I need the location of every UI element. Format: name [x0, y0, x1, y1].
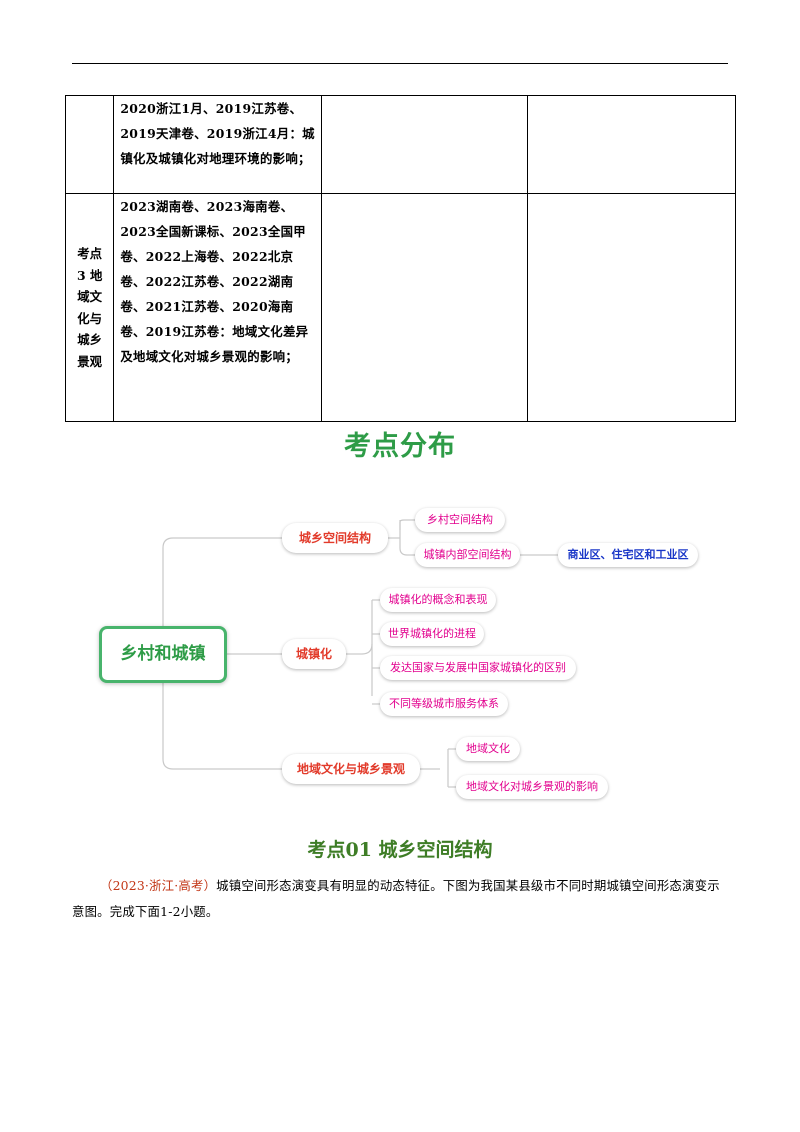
leaf-world-urbanization-process: 世界城镇化的进程 — [380, 622, 484, 646]
leaf-developed-vs-developing: 发达国家与发展中国家城镇化的区别 — [380, 656, 576, 680]
exam-list: 2023湖南卷、2023海南卷、2023全国新课标、2023全国甲卷、2022上… — [120, 199, 309, 364]
content-cell: 2020浙江1月、2019江苏卷、2019天津卷、2019浙江4月：城镇化及城镇… — [113, 95, 322, 194]
table-row: 2020浙江1月、2019江苏卷、2019天津卷、2019浙江4月：城镇化及城镇… — [64, 95, 736, 194]
empty-cell — [527, 193, 736, 422]
empty-cell — [527, 95, 736, 194]
leaf-regional-culture: 地域文化 — [456, 737, 520, 761]
leaf-culture-landscape-influence: 地域文化对城乡景观的影响 — [456, 775, 608, 799]
leaf-rural-structure: 乡村空间结构 — [415, 508, 505, 532]
exam-distribution-table: 2020浙江1月、2019江苏卷、2019天津卷、2019浙江4月：城镇化及城镇… — [64, 95, 736, 422]
table-row: 考点 3 地 域文 化与 城乡 景观 2023湖南卷、2023海南卷、2023全… — [64, 193, 736, 422]
question-text: 城镇空间形态演变具有明显的动态特征。下图为我国某县级市不同时期城镇空间形态演变示… — [72, 878, 720, 919]
section-title: 考点分布 — [344, 431, 456, 462]
leaf-functional-zones: 商业区、住宅区和工业区 — [558, 543, 698, 567]
mindmap-root: 乡村和城镇 — [99, 626, 227, 683]
empty-cell — [320, 193, 529, 422]
empty-cell — [320, 95, 529, 194]
topic-label: 考点 3 地 域文 化与 城乡 景观 — [77, 246, 103, 369]
topic-cell — [64, 95, 115, 194]
kaodian-title: 考点01 城乡空间结构 — [307, 839, 493, 861]
branch-spatial-structure: 城乡空间结构 — [282, 523, 388, 553]
question-source: （2023·浙江·高考） — [100, 878, 217, 893]
header-rule — [72, 63, 728, 64]
topic-cell: 考点 3 地 域文 化与 城乡 景观 — [64, 193, 115, 422]
branch-urbanization: 城镇化 — [282, 639, 346, 669]
question-stem: （2023·浙江·高考）城镇空间形态演变具有明显的动态特征。下图为我国某县级市不… — [72, 873, 730, 925]
content-cell: 2023湖南卷、2023海南卷、2023全国新课标、2023全国甲卷、2022上… — [113, 193, 322, 422]
leaf-urbanization-concept: 城镇化的概念和表现 — [380, 588, 496, 612]
branch-regional-culture: 地域文化与城乡景观 — [282, 754, 420, 784]
exam-list: 2020浙江1月、2019江苏卷、2019天津卷、2019浙江4月：城镇化及城镇… — [120, 101, 315, 166]
leaf-urban-internal-structure: 城镇内部空间结构 — [415, 543, 520, 567]
leaf-city-service-system: 不同等级城市服务体系 — [380, 692, 508, 716]
